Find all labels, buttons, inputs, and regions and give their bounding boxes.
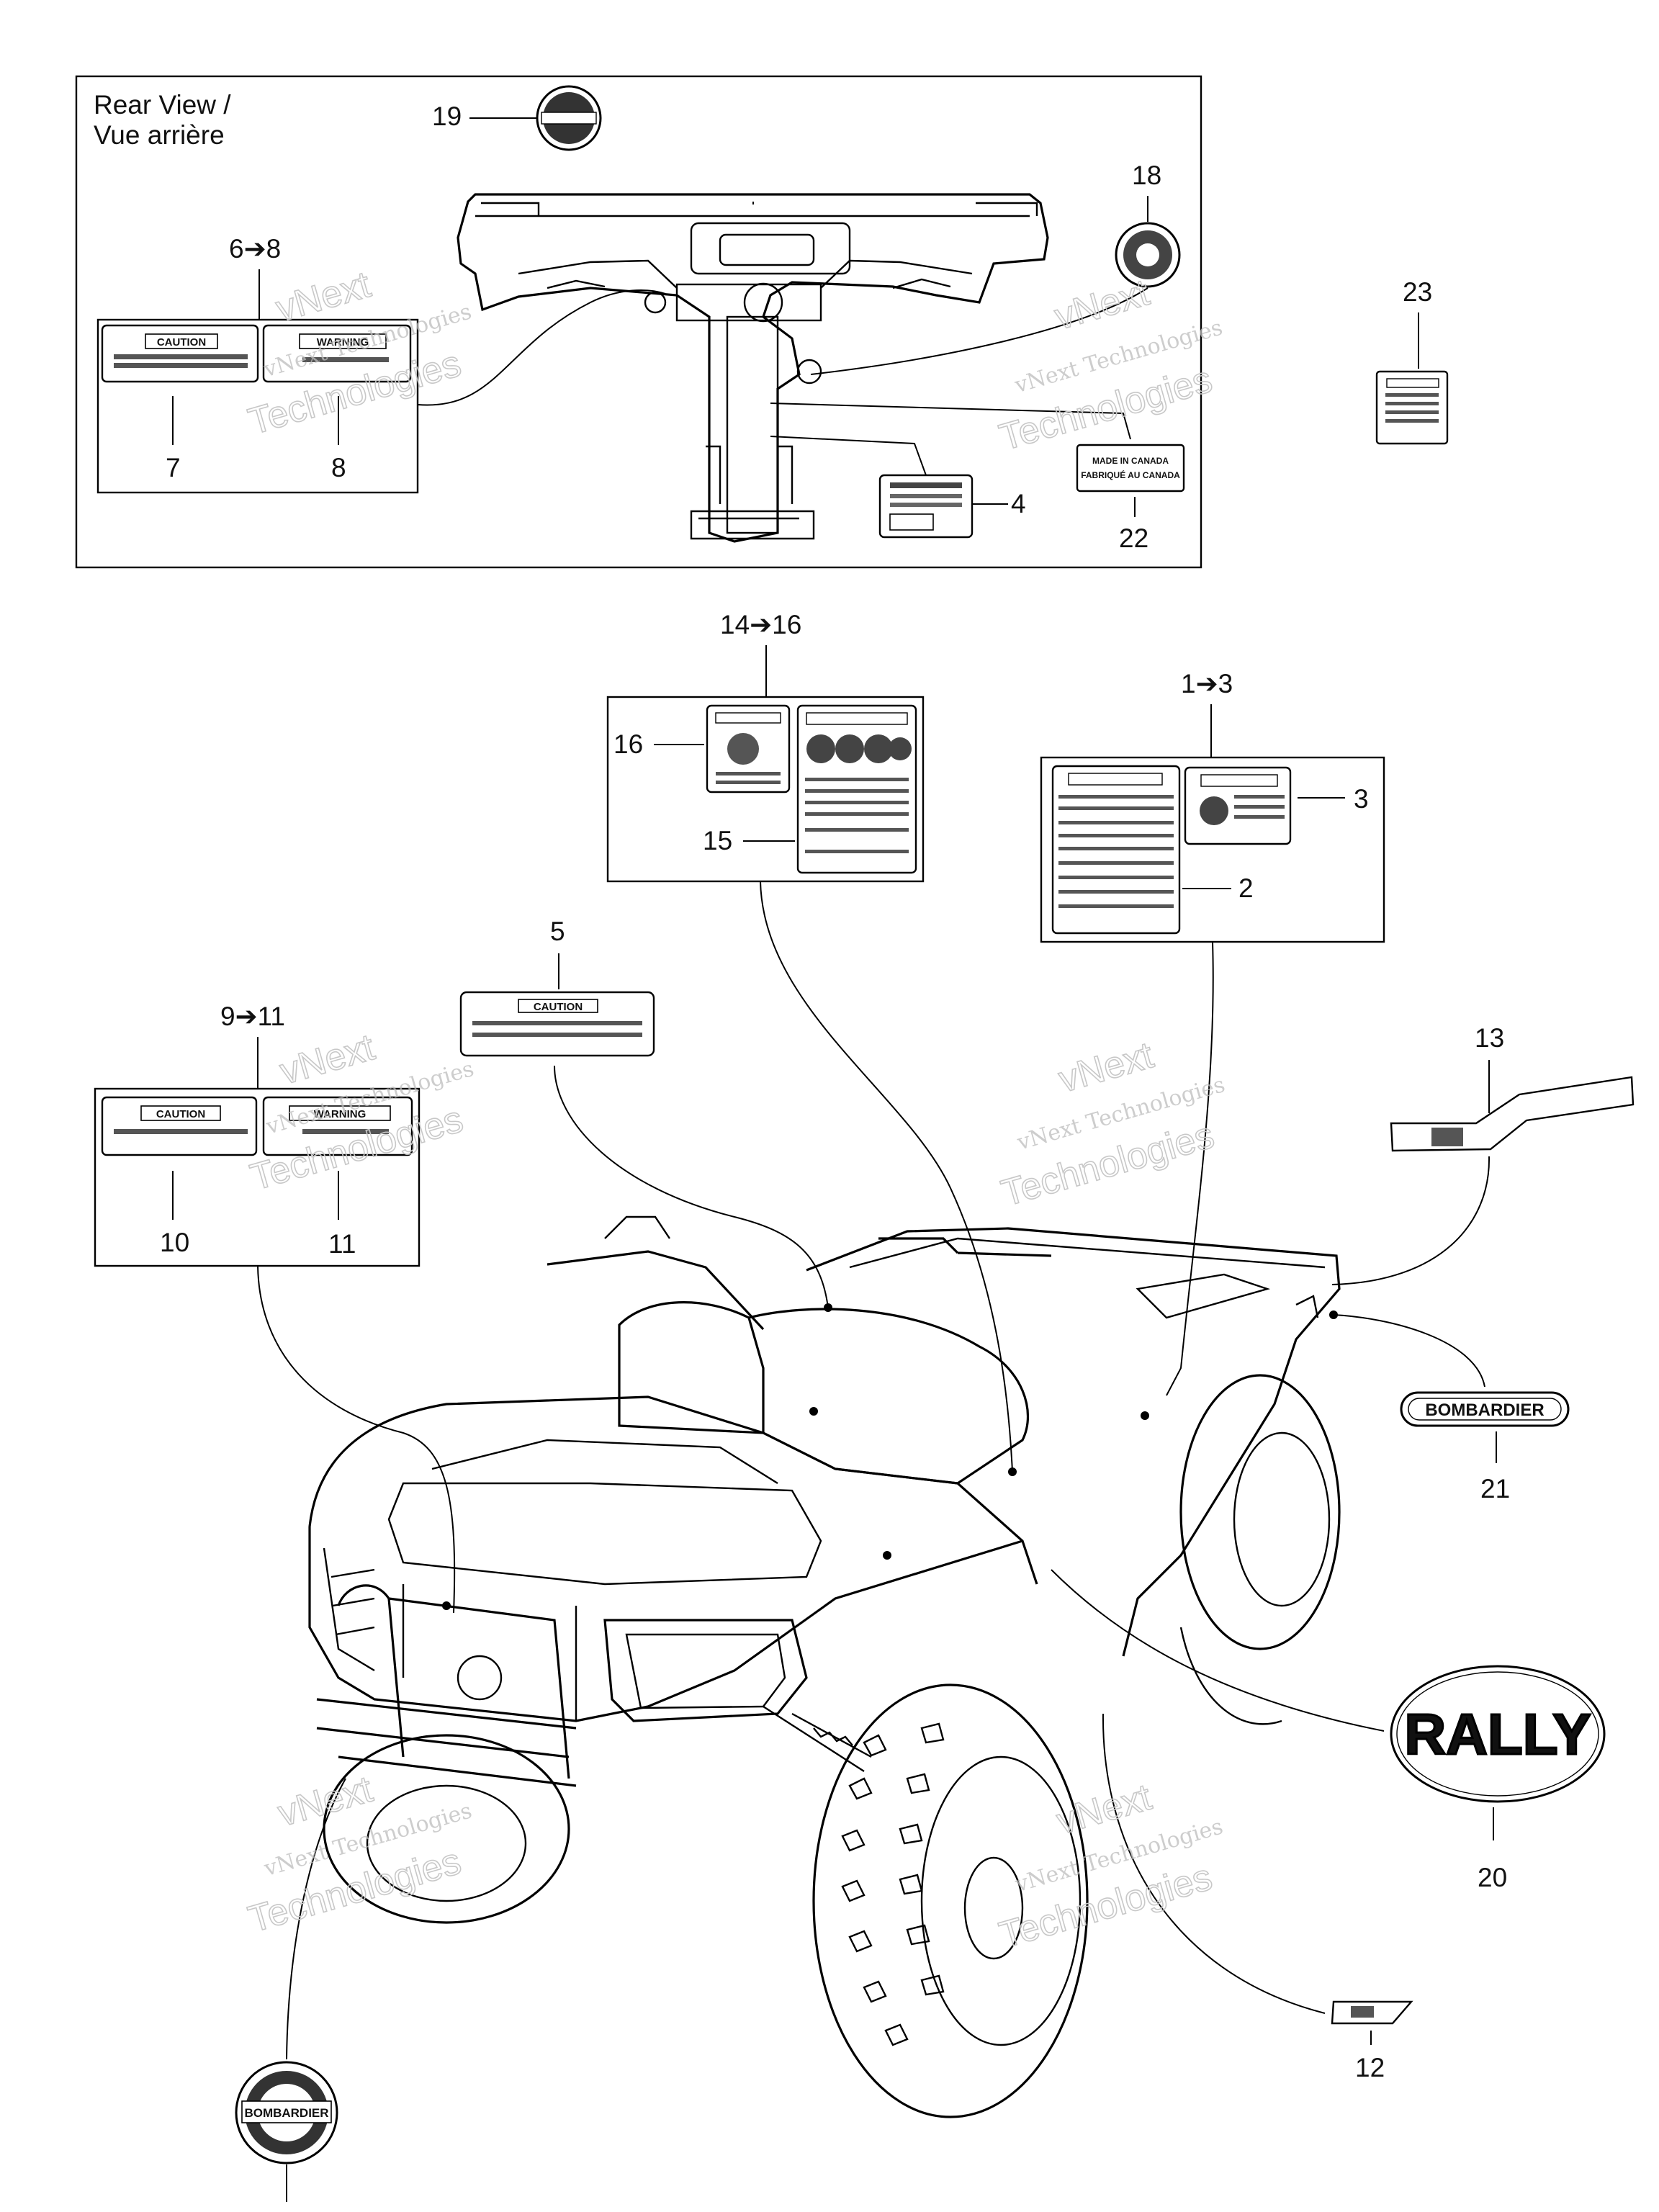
callout-6-8: 6➔8 (229, 234, 281, 264)
callout-12: 12 (1355, 2053, 1385, 2082)
warning-label-16 (706, 704, 791, 793)
caution-label-10: CAUTION (101, 1096, 258, 1156)
warning-label-15 (796, 704, 917, 874)
watermark-group: vNext vNext Technologies Technologies vN… (243, 263, 1228, 1957)
warning-label-23 (1375, 370, 1449, 445)
callout-20: 20 (1478, 1863, 1507, 1892)
callout-9-11: 9➔11 (220, 1002, 285, 1031)
callout-7: 7 (166, 453, 181, 482)
rally-text-20: RALLY (1404, 1702, 1591, 1766)
callout-8: 8 (331, 453, 346, 482)
callout-1-3: 1➔3 (1181, 669, 1233, 698)
rear-view-title-line1: Rear View / (94, 90, 231, 120)
watermark-brand: vNext (1052, 1776, 1156, 1843)
callout-4: 4 (1011, 489, 1026, 518)
watermark-brand: vNext (1051, 271, 1154, 338)
watermark-brand: vNext (274, 1768, 377, 1835)
callout-18: 18 (1132, 161, 1161, 190)
round-emblem-18 (1115, 222, 1181, 288)
warning-label-2 (1051, 765, 1181, 935)
bombardier-gear-emblem-17: BOMBARDIER (235, 2061, 338, 2164)
caution-label-7: CAUTION (101, 324, 259, 383)
stripe-decal-13 (1390, 1076, 1635, 1152)
callout-13: 13 (1475, 1023, 1504, 1053)
fabrique-au-canada-text: FABRIQUÉ AU CANADA (1081, 469, 1180, 480)
group-box-6-8 (96, 318, 419, 494)
rear-view-vehicle (457, 193, 1049, 543)
bombardier-text-21: BOMBARDIER (1425, 1401, 1544, 1420)
made-in-canada-label-22: MADE IN CANADA FABRIQUÉ AU CANADA (1076, 444, 1185, 493)
bombardier-text-17: BOMBARDIER (244, 2106, 328, 2120)
watermark-brand: vNext (1054, 1034, 1158, 1101)
callout-21: 21 (1480, 1474, 1510, 1503)
group-box-14-16 (606, 696, 925, 883)
callout-17: 17 (271, 2208, 300, 2212)
warning-text-8: WARNING (317, 336, 369, 349)
caution-text-5: CAUTION (534, 1001, 583, 1013)
callout-23: 23 (1403, 277, 1432, 307)
caution-text-7: CAUTION (157, 336, 206, 349)
callout-16: 16 (613, 729, 643, 759)
group-box-9-11 (94, 1087, 421, 1267)
bombardier-gear-emblem-19 (536, 85, 602, 151)
callout-11: 11 (328, 1229, 356, 1259)
atv-illustration (308, 1215, 1341, 2118)
callout-2: 2 (1238, 873, 1254, 903)
warning-text-11: WARNING (314, 1108, 367, 1120)
rear-view-frame (75, 75, 1202, 569)
caution-label-5: CAUTION (459, 991, 655, 1057)
info-label-4 (878, 474, 974, 539)
warning-label-8: WARNING (262, 324, 412, 383)
small-decal-12 (1331, 2000, 1413, 2025)
callout-5: 5 (550, 917, 565, 946)
made-in-canada-text: MADE IN CANADA (1092, 456, 1169, 466)
rally-decal-20: RALLY (1390, 1665, 1606, 1803)
bombardier-decal-21: BOMBARDIER (1400, 1391, 1570, 1427)
callout-15: 15 (703, 826, 732, 855)
callout-19: 19 (432, 102, 462, 131)
watermark-brand: vNext (276, 1026, 379, 1093)
callout-10: 10 (160, 1228, 189, 1257)
callout-14-16: 14➔16 (720, 610, 801, 639)
warning-label-11: WARNING (262, 1096, 413, 1156)
callout-3: 3 (1354, 784, 1369, 814)
rear-view-title-line2: Vue arrière (94, 120, 225, 150)
warning-label-3 (1184, 766, 1292, 845)
caution-text-10: CAUTION (156, 1108, 205, 1120)
callout-22: 22 (1119, 523, 1148, 553)
